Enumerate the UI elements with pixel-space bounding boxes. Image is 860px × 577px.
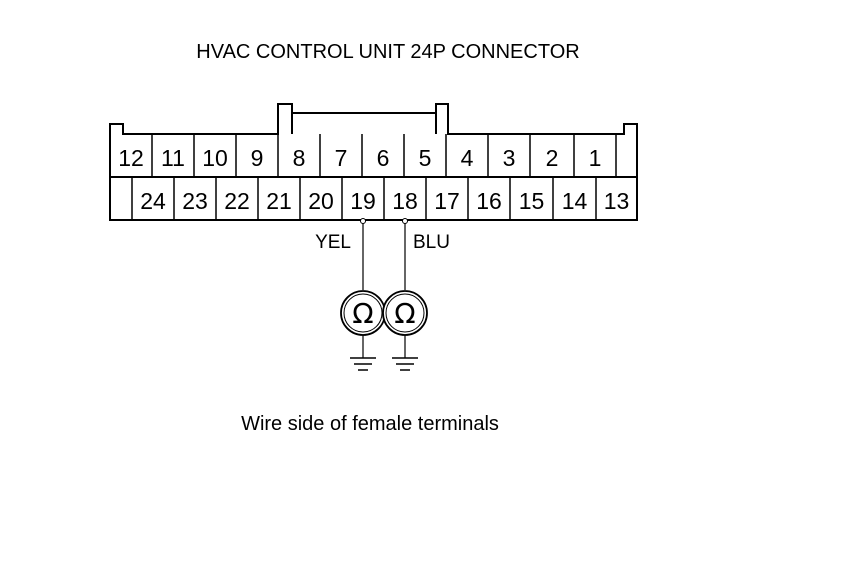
ground-icon — [392, 357, 418, 371]
pin-label: 11 — [161, 145, 185, 171]
pin-label: 19 — [350, 188, 376, 214]
ohmmeter-icon: Ω — [340, 290, 386, 336]
probe-blu: BLU Ω — [382, 218, 450, 371]
wire-color-label: YEL — [315, 232, 351, 253]
pin-label: 24 — [140, 188, 166, 214]
pin-label: 18 — [392, 188, 418, 214]
connector-outline — [109, 103, 638, 221]
pin-label: 13 — [604, 188, 630, 214]
pin-label: 16 — [476, 188, 502, 214]
pin-label: 4 — [461, 145, 474, 171]
pin-label: 10 — [202, 145, 228, 171]
top-row-cells: 12 11 10 9 8 7 6 5 4 3 2 1 — [118, 134, 617, 177]
ohmmeter-icon: Ω — [382, 290, 428, 336]
pin-label: 7 — [335, 145, 348, 171]
pin-label: 3 — [503, 145, 516, 171]
diagram-title: HVAC CONTROL UNIT 24P CONNECTOR — [196, 41, 579, 63]
pin-label: 8 — [293, 145, 306, 171]
diagram-caption: Wire side of female terminals — [241, 413, 499, 435]
bottom-row-cells: 24 23 22 21 20 19 18 17 16 15 14 13 — [131, 177, 630, 220]
test-point — [402, 218, 408, 224]
test-point — [360, 218, 366, 224]
pin-label: 12 — [118, 145, 144, 171]
pin-label: 5 — [419, 145, 432, 171]
wire-color-label: BLU — [413, 232, 450, 253]
pin-label: 14 — [562, 188, 588, 214]
pin-label: 23 — [182, 188, 208, 214]
pin-label: 22 — [224, 188, 250, 214]
probe-group: YEL Ω BLU Ω — [315, 218, 450, 371]
pin-label: 1 — [589, 145, 602, 171]
ohm-symbol: Ω — [352, 297, 373, 330]
pin-label: 17 — [434, 188, 460, 214]
probe-yel: YEL Ω — [315, 218, 386, 371]
pin-label: 15 — [519, 188, 545, 214]
pin-label: 21 — [266, 188, 292, 214]
pin-label: 9 — [251, 145, 264, 171]
ground-icon — [350, 357, 376, 371]
pin-label: 6 — [377, 145, 390, 171]
ohm-symbol: Ω — [394, 297, 415, 330]
pin-label: 20 — [308, 188, 334, 214]
pin-label: 2 — [546, 145, 559, 171]
